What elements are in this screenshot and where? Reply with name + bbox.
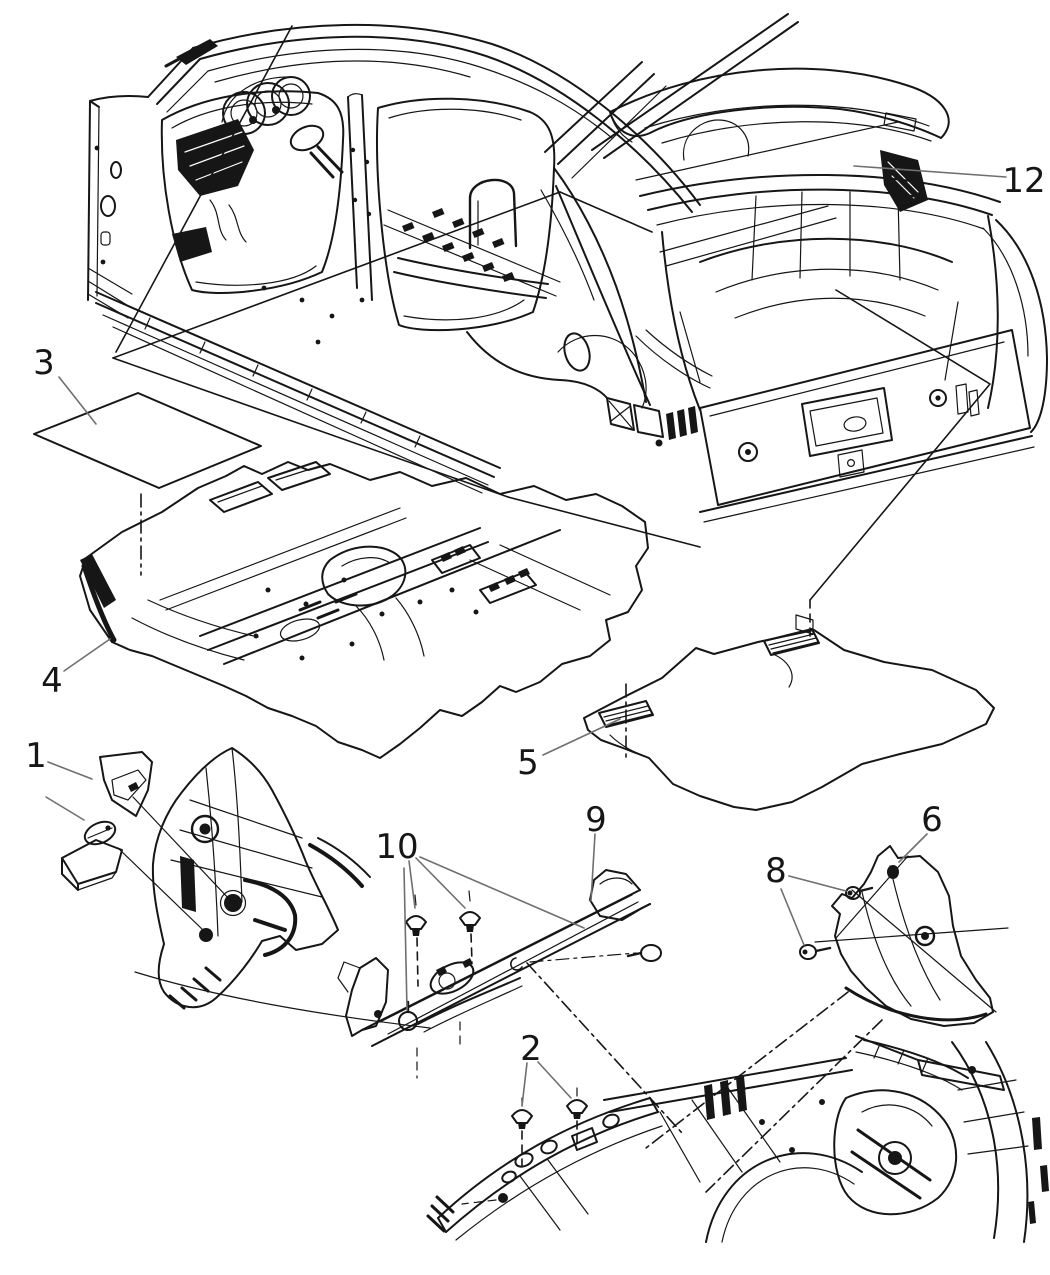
callout-8: 8 [765, 851, 787, 891]
bolt-detail [510, 957, 523, 971]
leader-2b [537, 1061, 572, 1099]
callout-9: 9 [585, 800, 607, 840]
push-pin-fastener [459, 890, 481, 963]
leader-9 [590, 833, 596, 902]
callout-6: 6 [921, 800, 943, 840]
leader-1b [45, 796, 85, 821]
leader-3 [58, 376, 97, 425]
callout-12: 12 [1002, 161, 1045, 201]
leader-10c [419, 856, 585, 929]
leader-5 [542, 718, 621, 756]
leader-2a [521, 1062, 528, 1107]
callout-1: 1 [25, 736, 47, 776]
sill-silencer-strip [337, 869, 662, 1079]
callout-2: 2 [520, 1029, 542, 1069]
rear-body-trunk [544, 13, 1048, 523]
retainer-clip [845, 886, 874, 900]
trunk-mat [583, 614, 995, 811]
callout-numbers: 1 2 3 4 5 6 8 9 10 12 [25, 161, 1045, 1069]
callout-10: 10 [375, 827, 418, 867]
assembly-connector-lines [459, 289, 991, 1193]
callout-3: 3 [33, 343, 55, 383]
floor-silencer-sheet-large [112, 25, 701, 548]
leader-12 [853, 165, 1007, 178]
front-body-shell [87, 23, 701, 888]
floor-carpet [79, 461, 649, 759]
leader-6 [898, 833, 928, 863]
callout-leader-lines [45, 165, 1007, 1107]
callout-4: 4 [41, 661, 63, 701]
leader-1a [47, 761, 93, 780]
push-pin-fastener [405, 894, 427, 987]
leader-8a [788, 875, 847, 892]
leader-8b [780, 888, 805, 946]
trunk-mat-tab-right [763, 614, 820, 656]
c-pillar-silencer-panel [799, 845, 1009, 1027]
trunk-mat-tab-left [598, 700, 654, 728]
callout-5: 5 [517, 743, 539, 783]
leader-10a [408, 860, 416, 909]
floor-silencer-sheet-small [33, 392, 262, 576]
retainer-clip [799, 944, 832, 960]
push-pin-fastener [566, 1087, 588, 1145]
rear-shelf-body [426, 1035, 1049, 1243]
dash-silencer-parts [61, 747, 431, 1029]
leader-4 [63, 638, 111, 672]
leader-10d [403, 867, 408, 1011]
retainer-clip [640, 944, 662, 962]
leader-10b [415, 857, 466, 909]
